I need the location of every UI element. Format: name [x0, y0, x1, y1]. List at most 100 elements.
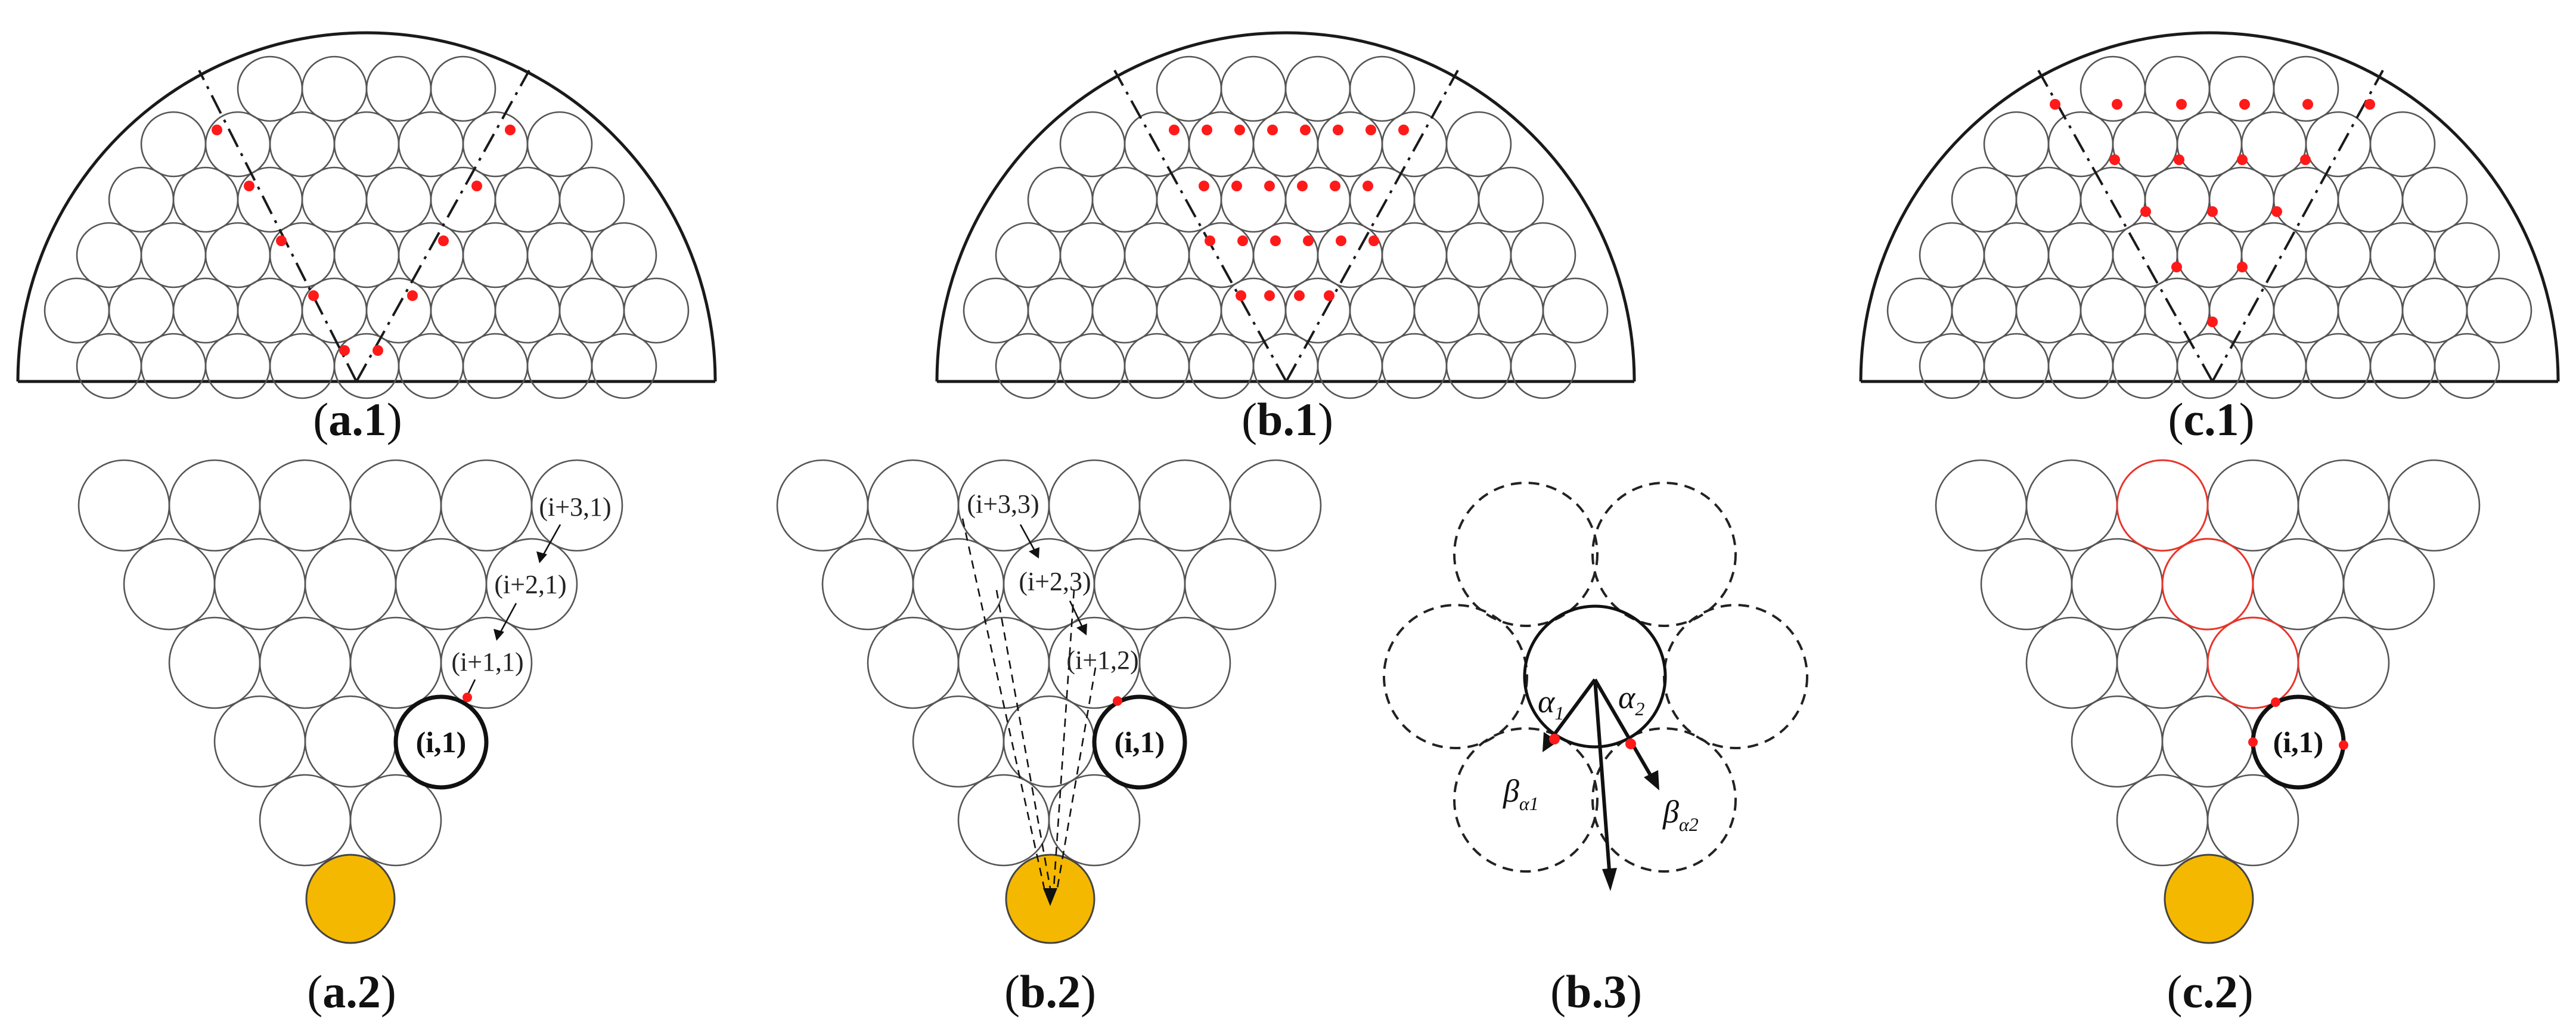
- particle: [462, 333, 529, 399]
- panel-label-b3: (b.3): [1550, 966, 1642, 1017]
- particle: [2025, 616, 2118, 709]
- particle: [304, 695, 397, 788]
- particle: [1027, 166, 1094, 233]
- particle: [440, 459, 533, 552]
- contact-point-c2-left: [2248, 737, 2258, 747]
- particle: [1093, 538, 1186, 631]
- particle: [269, 111, 336, 178]
- particle: [1510, 222, 1576, 288]
- particle: [2071, 538, 2164, 631]
- panel-b3-force-angles: α1 α2 βα1 βα2: [1383, 482, 1808, 891]
- particle: [398, 222, 464, 288]
- particle: [2208, 277, 2275, 344]
- particle: [2305, 222, 2372, 288]
- arrowhead-resultant: [1602, 868, 1617, 891]
- contact-point-a2: [463, 693, 472, 702]
- particle: [867, 459, 960, 552]
- particle: [365, 55, 432, 122]
- particle: [1229, 459, 1322, 552]
- particle: [2144, 166, 2211, 233]
- center-particle: [1523, 604, 1667, 749]
- force-vector-beta1: [1549, 678, 1597, 740]
- flow-line-right-a1: [355, 70, 530, 382]
- contact-point: [2171, 262, 2182, 272]
- contact-point: [1169, 125, 1180, 135]
- particle: [1156, 166, 1222, 233]
- particle: [2466, 277, 2532, 344]
- panel-c1-silo: [1859, 31, 2560, 399]
- arrowhead-a2-2: [494, 629, 504, 641]
- contact-point: [1330, 181, 1340, 191]
- contact-point: [1264, 290, 1275, 301]
- contact-point-b3-right: [1625, 739, 1636, 749]
- flow-line-left-c1: [2037, 70, 2214, 382]
- panel-label-b1: (b.1): [1242, 393, 1333, 445]
- particle: [213, 538, 306, 631]
- particle: [168, 616, 261, 709]
- particle: [2112, 333, 2178, 399]
- particle: [365, 277, 432, 344]
- particle: [462, 222, 529, 288]
- particle: [1886, 277, 1953, 344]
- particle: [1156, 277, 1222, 344]
- particle: [2434, 333, 2500, 399]
- contact-point: [2176, 99, 2187, 110]
- particle: [2240, 333, 2307, 399]
- force-vector-resultant: [1593, 679, 1611, 871]
- particle: [867, 616, 960, 709]
- particle: [259, 616, 352, 709]
- particle: [2206, 459, 2299, 552]
- panel-a1-silo: [16, 31, 717, 399]
- particle: [2240, 222, 2307, 288]
- particle: [957, 774, 1050, 867]
- particle: [1381, 333, 1448, 399]
- particle: [1091, 166, 1158, 233]
- panel-label-a2: (a.2): [307, 966, 396, 1017]
- particle: [2047, 333, 2114, 399]
- particle: [2176, 222, 2243, 288]
- particle: [2240, 111, 2307, 178]
- particle: [2208, 166, 2275, 233]
- particle: [333, 222, 400, 288]
- particle: [1220, 166, 1287, 233]
- particle-triangle-b2: [776, 459, 1322, 867]
- particle: [526, 222, 593, 288]
- particle: [76, 333, 142, 399]
- contact-point: [2271, 206, 2282, 217]
- particle: [2369, 333, 2436, 399]
- particle: [1413, 277, 1480, 344]
- particle: [1478, 166, 1544, 233]
- contact-point: [2207, 317, 2218, 327]
- particle: [1284, 55, 1351, 122]
- particle: [2116, 616, 2209, 709]
- contact-point: [2207, 206, 2218, 217]
- particle: [259, 774, 352, 867]
- contact-points-c1: [2050, 99, 2375, 327]
- particle: [485, 538, 578, 631]
- particle: [2342, 538, 2435, 631]
- particle: [2208, 55, 2275, 122]
- angle-alpha2-label: α2: [1618, 680, 1644, 719]
- particle: [1123, 333, 1190, 399]
- arrowhead-beta2: [1644, 770, 1659, 790]
- panel-label-c1: (c.1): [2168, 393, 2254, 445]
- focus-particle-b2: [1092, 694, 1187, 790]
- particle: [1188, 222, 1255, 288]
- particle: [591, 222, 657, 288]
- particle: [963, 277, 1029, 344]
- particle: [1919, 222, 1985, 288]
- contact-point: [471, 181, 482, 191]
- contact-point: [1365, 125, 1376, 135]
- particle: [2176, 111, 2243, 178]
- particle: [1059, 222, 1126, 288]
- particle: [1138, 459, 1231, 552]
- panel-c2-triangle: (i,1): [1935, 459, 2481, 944]
- silo-dome-c1: [1859, 31, 2560, 382]
- particle: [2273, 55, 2339, 122]
- contact-point: [1300, 125, 1311, 135]
- contact-point: [1324, 290, 1334, 301]
- particle: [2015, 277, 2082, 344]
- particle: [172, 277, 239, 344]
- contact-point: [1297, 181, 1308, 191]
